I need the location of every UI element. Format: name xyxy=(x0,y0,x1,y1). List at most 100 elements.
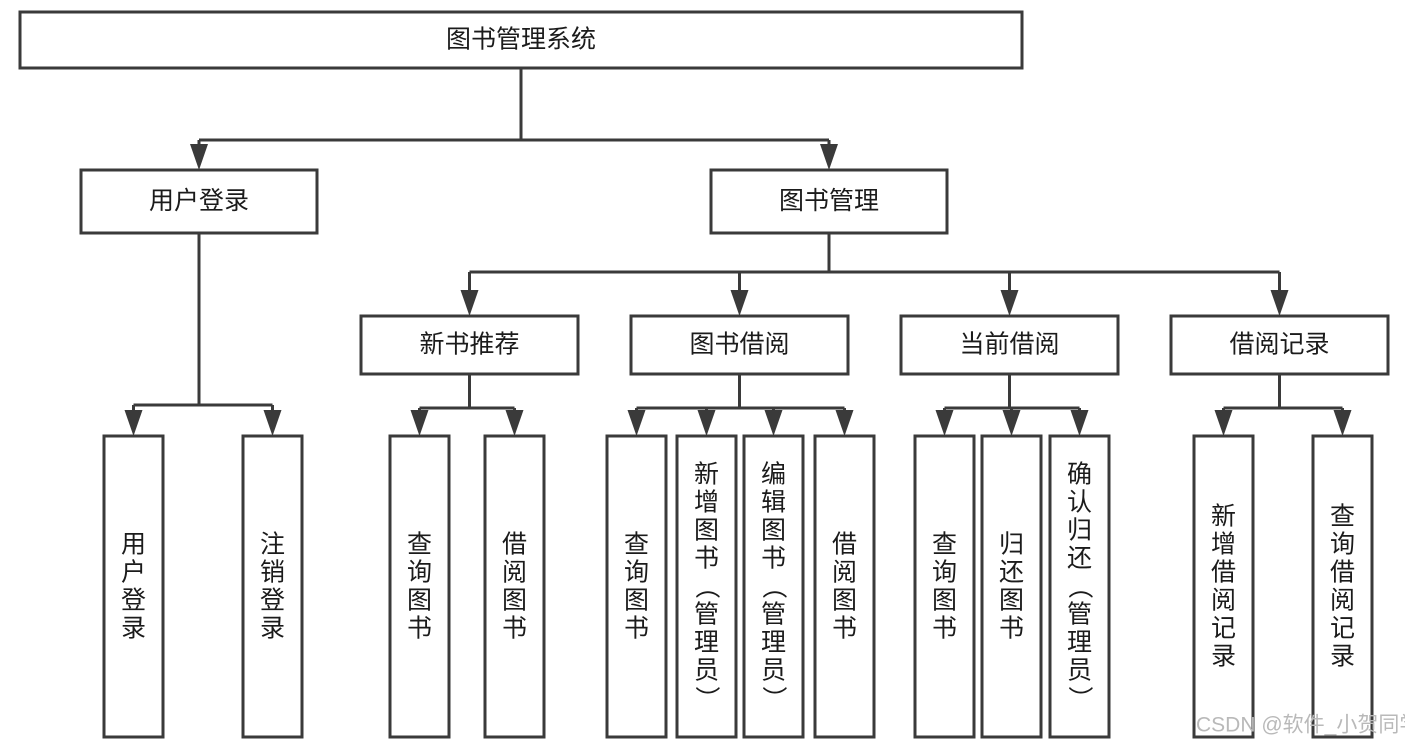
node-leaf-1-label-char: 注 xyxy=(260,530,285,558)
node-leaf-2-box[interactable] xyxy=(388,434,451,739)
arrow-head-icon xyxy=(820,144,838,170)
node-leaf-9-box[interactable] xyxy=(980,434,1043,739)
arrow-head-icon xyxy=(935,410,954,436)
arrow-head-icon xyxy=(263,410,282,436)
node-level2-0[interactable]: 用户登录 xyxy=(79,168,319,235)
node-level3-0-label: 新书推荐 xyxy=(419,331,519,359)
node-leaf-12-label-char: 阅 xyxy=(1330,586,1355,614)
node-leaf-0-label-char: 登 xyxy=(121,586,146,614)
node-root-box[interactable] xyxy=(18,10,1024,70)
node-leaf-4-label-char: 查 xyxy=(624,530,649,558)
node-leaf-1-box[interactable] xyxy=(241,434,304,739)
arrow-head-icon xyxy=(1000,290,1019,316)
csdn-watermark: CSDN @软件_小贺同学 xyxy=(1196,714,1405,737)
arrow-head-icon xyxy=(1070,410,1089,436)
node-leaf-11-label-char: 增 xyxy=(1211,530,1236,558)
node-leaf-9-label-char: 书 xyxy=(999,614,1024,642)
node-leaf-4-label-char: 书 xyxy=(624,614,649,642)
level3-nodes[interactable]: 新书推荐 图书借阅 当前借阅 借阅记录 xyxy=(359,314,1390,376)
node-leaf-12-box[interactable] xyxy=(1311,434,1374,739)
node-leaf-12-label-char: 记 xyxy=(1330,614,1355,642)
node-leaf-0[interactable]: 用户登录 xyxy=(102,434,165,739)
node-root[interactable]: 图书管理系统 xyxy=(18,10,1024,70)
node-leaf-5-box[interactable] xyxy=(675,434,738,739)
node-leaf-2-label-char: 书 xyxy=(407,614,432,642)
node-root-label: 图书管理系统 xyxy=(446,26,596,54)
node-leaf-12-label-char: 询 xyxy=(1330,530,1355,558)
node-level2-0-box[interactable] xyxy=(79,168,319,235)
node-level3-2[interactable]: 当前借阅 xyxy=(899,314,1120,376)
node-leaf-12-label-char: 查 xyxy=(1330,502,1355,530)
node-leaf-7-label-char: 借 xyxy=(832,530,857,558)
node-leaf-6-label-char: 编 xyxy=(761,460,786,488)
node-level3-1-label: 图书借阅 xyxy=(689,331,789,359)
node-leaf-5-label-char: ） xyxy=(693,686,721,711)
node-leaf-4-box[interactable] xyxy=(605,434,668,739)
node-leaf-4-label-char: 图 xyxy=(624,586,649,614)
node-level3-1-box[interactable] xyxy=(629,314,850,376)
node-leaf-11-box[interactable] xyxy=(1192,434,1255,739)
node-leaf-12-label-char: 录 xyxy=(1330,642,1355,670)
node-level3-3[interactable]: 借阅记录 xyxy=(1169,314,1390,376)
node-leaf-9-label-char: 图 xyxy=(999,586,1024,614)
node-leaf-0-box[interactable] xyxy=(102,434,165,739)
node-leaf-5-label-char: 图 xyxy=(694,516,719,544)
node-level3-2-label: 当前借阅 xyxy=(959,331,1059,359)
node-leaf-10-label-char: 归 xyxy=(1067,516,1092,544)
node-level3-3-box[interactable] xyxy=(1169,314,1390,376)
node-leaf-10-label-char: 还 xyxy=(1067,544,1092,572)
node-leaf-10-box[interactable] xyxy=(1048,434,1111,739)
level2-nodes[interactable]: 用户登录 图书管理 xyxy=(79,168,949,235)
node-level2-1-box[interactable] xyxy=(709,168,949,235)
node-leaf-3-label-char: 图 xyxy=(502,586,527,614)
node-leaf-11-label-char: 阅 xyxy=(1211,586,1236,614)
node-leaf-10-label-char: 理 xyxy=(1067,628,1092,656)
node-level3-0-box[interactable] xyxy=(359,314,580,376)
node-leaf-10-label-char: 确 xyxy=(1067,460,1092,488)
arrow-head-icon xyxy=(1270,290,1289,316)
node-level3-1[interactable]: 图书借阅 xyxy=(629,314,850,376)
node-leaf-9-label-char: 归 xyxy=(999,530,1024,558)
node-level3-2-box[interactable] xyxy=(899,314,1120,376)
node-leaf-7-box[interactable] xyxy=(813,434,876,739)
arrow-head-icon xyxy=(190,144,208,170)
node-level2-1[interactable]: 图书管理 xyxy=(709,168,949,235)
node-leaf-3-box[interactable] xyxy=(483,434,546,739)
node-leaf-6-label-char: 员 xyxy=(761,656,786,684)
arrow-head-icon xyxy=(124,410,143,436)
node-leaf-3-label-char: 借 xyxy=(502,530,527,558)
node-leaf-6-label-char: （ xyxy=(760,574,788,599)
leaf-nodes[interactable]: 用户登录注销登录查询图书借阅图书查询图书新增图书（管理员）编辑图书（管理员）借阅… xyxy=(102,434,1374,739)
node-level2-0-label: 用户登录 xyxy=(149,187,249,215)
node-leaf-0-label-char: 用 xyxy=(121,530,146,558)
node-leaf-1-label-char: 销 xyxy=(260,558,285,586)
node-leaf-11-label-char: 录 xyxy=(1211,642,1236,670)
node-leaf-0-label-char: 户 xyxy=(121,558,146,586)
node-leaf-6-box[interactable] xyxy=(742,434,805,739)
node-leaf-11-label-char: 借 xyxy=(1211,558,1236,586)
node-leaf-11-label-char: 新 xyxy=(1211,502,1236,530)
node-leaf-12-label-char: 借 xyxy=(1330,558,1355,586)
node-leaf-6-label-char: 管 xyxy=(761,600,786,628)
node-leaf-8-label-char: 书 xyxy=(932,614,957,642)
node-leaf-8-box[interactable] xyxy=(913,434,976,739)
node-root[interactable]: 图书管理系统 xyxy=(18,10,1024,70)
arrow-head-icon xyxy=(410,410,429,436)
node-leaf-1-label-char: 录 xyxy=(260,614,285,642)
node-level3-0[interactable]: 新书推荐 xyxy=(359,314,580,376)
node-leaf-8-label-char: 查 xyxy=(932,530,957,558)
node-leaf-8-label-char: 图 xyxy=(932,586,957,614)
